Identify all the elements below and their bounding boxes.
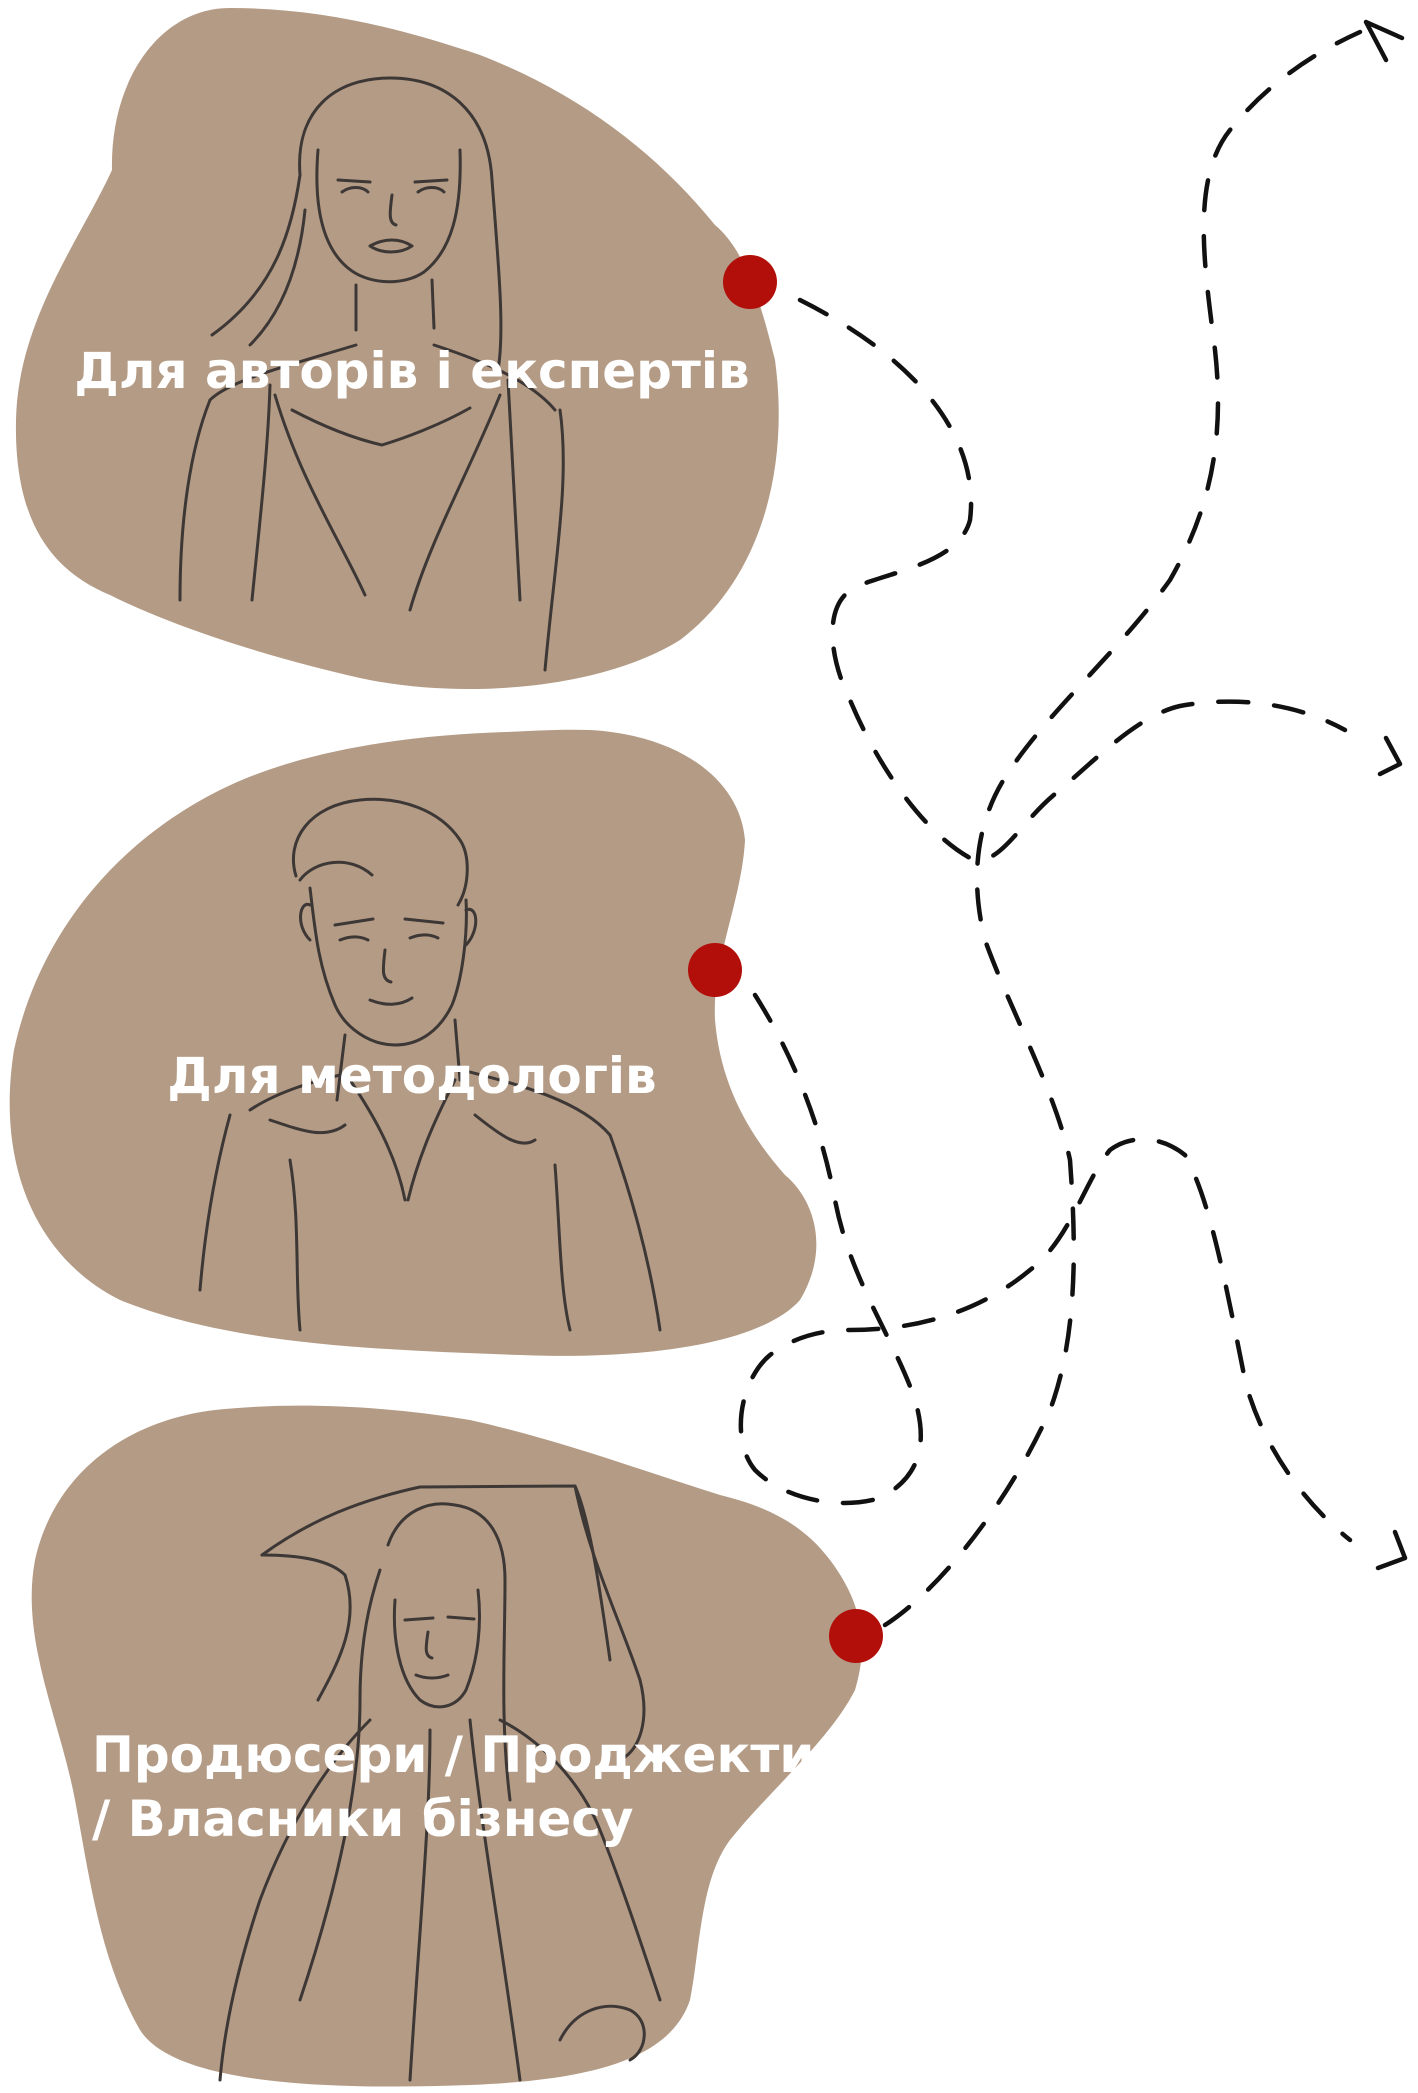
card-blob xyxy=(31,1405,862,2087)
card-label: Для авторів і експертів xyxy=(74,342,749,400)
dashed-connectors xyxy=(738,19,1408,1628)
card-label-line: Для методологів xyxy=(167,1047,656,1105)
arrow-head-icon xyxy=(1363,19,1405,63)
woman-portrait-icon xyxy=(178,76,565,672)
card-label: Для методологів xyxy=(167,1047,656,1105)
connector-dot xyxy=(688,943,742,997)
dashed-path-methodologists xyxy=(738,992,1353,1543)
woman-in-hat-icon xyxy=(218,1484,662,2082)
card-label: Продюсери / Проджекти / Власники бізнесу xyxy=(92,1726,832,1848)
arrow-head-icon xyxy=(1377,735,1403,777)
audience-card-producers: Продюсери / Проджекти / Власники бізнесу xyxy=(31,1405,883,2087)
card-blob xyxy=(15,8,779,690)
audience-card-methodologists: Для методологів xyxy=(9,729,817,1356)
dashed-path-producers xyxy=(882,29,1363,1628)
connector-dot xyxy=(829,1609,883,1663)
dashed-path-authors xyxy=(797,297,1348,862)
man-portrait-icon xyxy=(198,797,662,1332)
card-label-line: Для авторів і експертів xyxy=(74,342,749,400)
connector-dot xyxy=(723,255,777,309)
card-label-line: Продюсери / Проджекти xyxy=(92,1726,814,1784)
card-label-line: / Власники бізнесу xyxy=(92,1790,634,1848)
audience-card-authors: Для авторів і експертів xyxy=(15,8,779,690)
arrow-head-icon xyxy=(1375,1529,1408,1571)
